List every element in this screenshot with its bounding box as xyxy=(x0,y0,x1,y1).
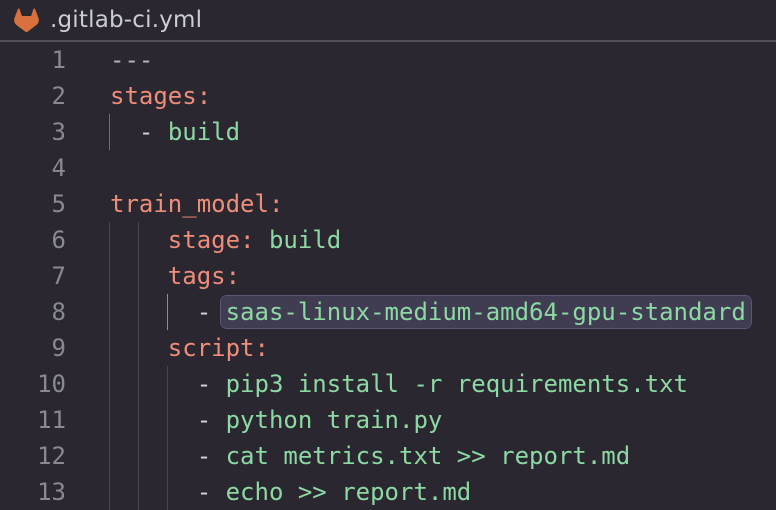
code-token: echo >> report.md xyxy=(225,478,472,506)
code-token: - xyxy=(196,442,226,470)
code-line[interactable]: 3 - build xyxy=(0,114,776,150)
indent-guide xyxy=(109,366,110,402)
file-name: .gitlab-ci.yml xyxy=(50,7,203,33)
code-token xyxy=(110,262,168,290)
code-token xyxy=(255,226,269,254)
code-line[interactable]: 9 script: xyxy=(0,330,776,366)
code-token: cat metrics.txt >> report.md xyxy=(225,442,631,470)
line-number: 2 xyxy=(51,82,66,110)
code-text: script: xyxy=(110,330,269,366)
indent-guide xyxy=(166,402,168,438)
indent-guide xyxy=(137,366,139,402)
code-token: python train.py xyxy=(225,406,443,434)
code-line[interactable]: 4 xyxy=(0,150,776,186)
code-token: - xyxy=(138,118,168,146)
code-token: - xyxy=(196,298,226,326)
line-number: 13 xyxy=(37,478,66,506)
code-token: stages: xyxy=(110,82,212,110)
line-number: 1 xyxy=(51,46,66,74)
indent-guide xyxy=(109,258,110,294)
line-number: 12 xyxy=(37,442,66,470)
code-token: - xyxy=(196,406,226,434)
line-number: 9 xyxy=(51,334,66,362)
code-text: - saas-linux-medium-amd64-gpu-standard xyxy=(110,294,751,330)
indent-guide xyxy=(166,474,168,510)
code-token xyxy=(110,298,197,326)
selected-text: saas-linux-medium-amd64-gpu-standard xyxy=(220,296,751,328)
code-line[interactable]: 13 - echo >> report.md xyxy=(0,474,776,510)
indent-guide xyxy=(137,294,139,330)
code-token xyxy=(110,406,197,434)
code-text: stage: build xyxy=(110,222,341,258)
code-line[interactable]: 7 tags: xyxy=(0,258,776,294)
code-line[interactable]: 11 - python train.py xyxy=(0,402,776,438)
indent-guide xyxy=(109,222,110,258)
indent-guide xyxy=(109,474,110,510)
indent-guide xyxy=(137,258,139,294)
code-line[interactable]: 10 - pip3 install -r requirements.txt xyxy=(0,366,776,402)
indent-guide xyxy=(166,294,168,330)
line-number: 6 xyxy=(51,226,66,254)
indent-guide xyxy=(166,366,168,402)
indent-guide xyxy=(109,438,110,474)
code-line[interactable]: 6 stage: build xyxy=(0,222,776,258)
code-token xyxy=(110,226,168,254)
code-text: - pip3 install -r requirements.txt xyxy=(110,366,688,402)
indent-guide xyxy=(109,330,110,366)
code-token: --- xyxy=(110,46,154,74)
code-line[interactable]: 12 - cat metrics.txt >> report.md xyxy=(0,438,776,474)
indent-guide xyxy=(109,294,110,330)
indent-guide xyxy=(137,474,139,510)
code-token: train_model: xyxy=(110,190,284,218)
code-token: pip3 install -r requirements.txt xyxy=(225,370,688,398)
line-number: 4 xyxy=(51,154,66,182)
code-token: build xyxy=(268,226,342,254)
code-text: --- xyxy=(110,42,153,78)
code-text: train_model: xyxy=(110,186,283,222)
code-text: - cat metrics.txt >> report.md xyxy=(110,438,630,474)
code-token: stage: xyxy=(167,226,255,254)
indent-guide xyxy=(109,402,110,438)
code-line[interactable]: 5 train_model: xyxy=(0,186,776,222)
gitlab-tanuki-icon xyxy=(14,8,39,32)
code-token: - xyxy=(196,370,226,398)
line-number: 7 xyxy=(51,262,66,290)
code-text: stages: xyxy=(110,78,211,114)
indent-guide xyxy=(137,330,139,366)
indent-guide xyxy=(137,222,139,258)
code-line[interactable]: 2 stages: xyxy=(0,78,776,114)
indent-guide xyxy=(137,438,139,474)
code-token xyxy=(110,442,197,470)
indent-guide xyxy=(137,402,139,438)
line-number: 8 xyxy=(51,298,66,326)
code-token: - xyxy=(196,478,226,506)
title-bar: .gitlab-ci.yml xyxy=(0,0,776,42)
code-text: - build xyxy=(110,114,240,150)
indent-guide xyxy=(166,438,168,474)
code-line[interactable]: 8 - saas-linux-medium-amd64-gpu-standard xyxy=(0,294,776,330)
code-token: tags: xyxy=(167,262,241,290)
code-token: script: xyxy=(167,334,269,362)
indent-guide xyxy=(109,114,110,150)
code-token xyxy=(110,334,168,362)
code-text: - python train.py xyxy=(110,402,443,438)
line-number: 5 xyxy=(51,190,66,218)
code-token xyxy=(110,478,197,506)
code-token xyxy=(110,370,197,398)
code-text: tags: xyxy=(110,258,240,294)
line-number: 11 xyxy=(37,406,66,434)
code-token xyxy=(110,118,139,146)
line-number: 3 xyxy=(51,118,66,146)
code-text: - echo >> report.md xyxy=(110,474,472,510)
code-line[interactable]: 1 --- xyxy=(0,42,776,78)
line-number: 10 xyxy=(37,370,66,398)
code-token: build xyxy=(167,118,241,146)
